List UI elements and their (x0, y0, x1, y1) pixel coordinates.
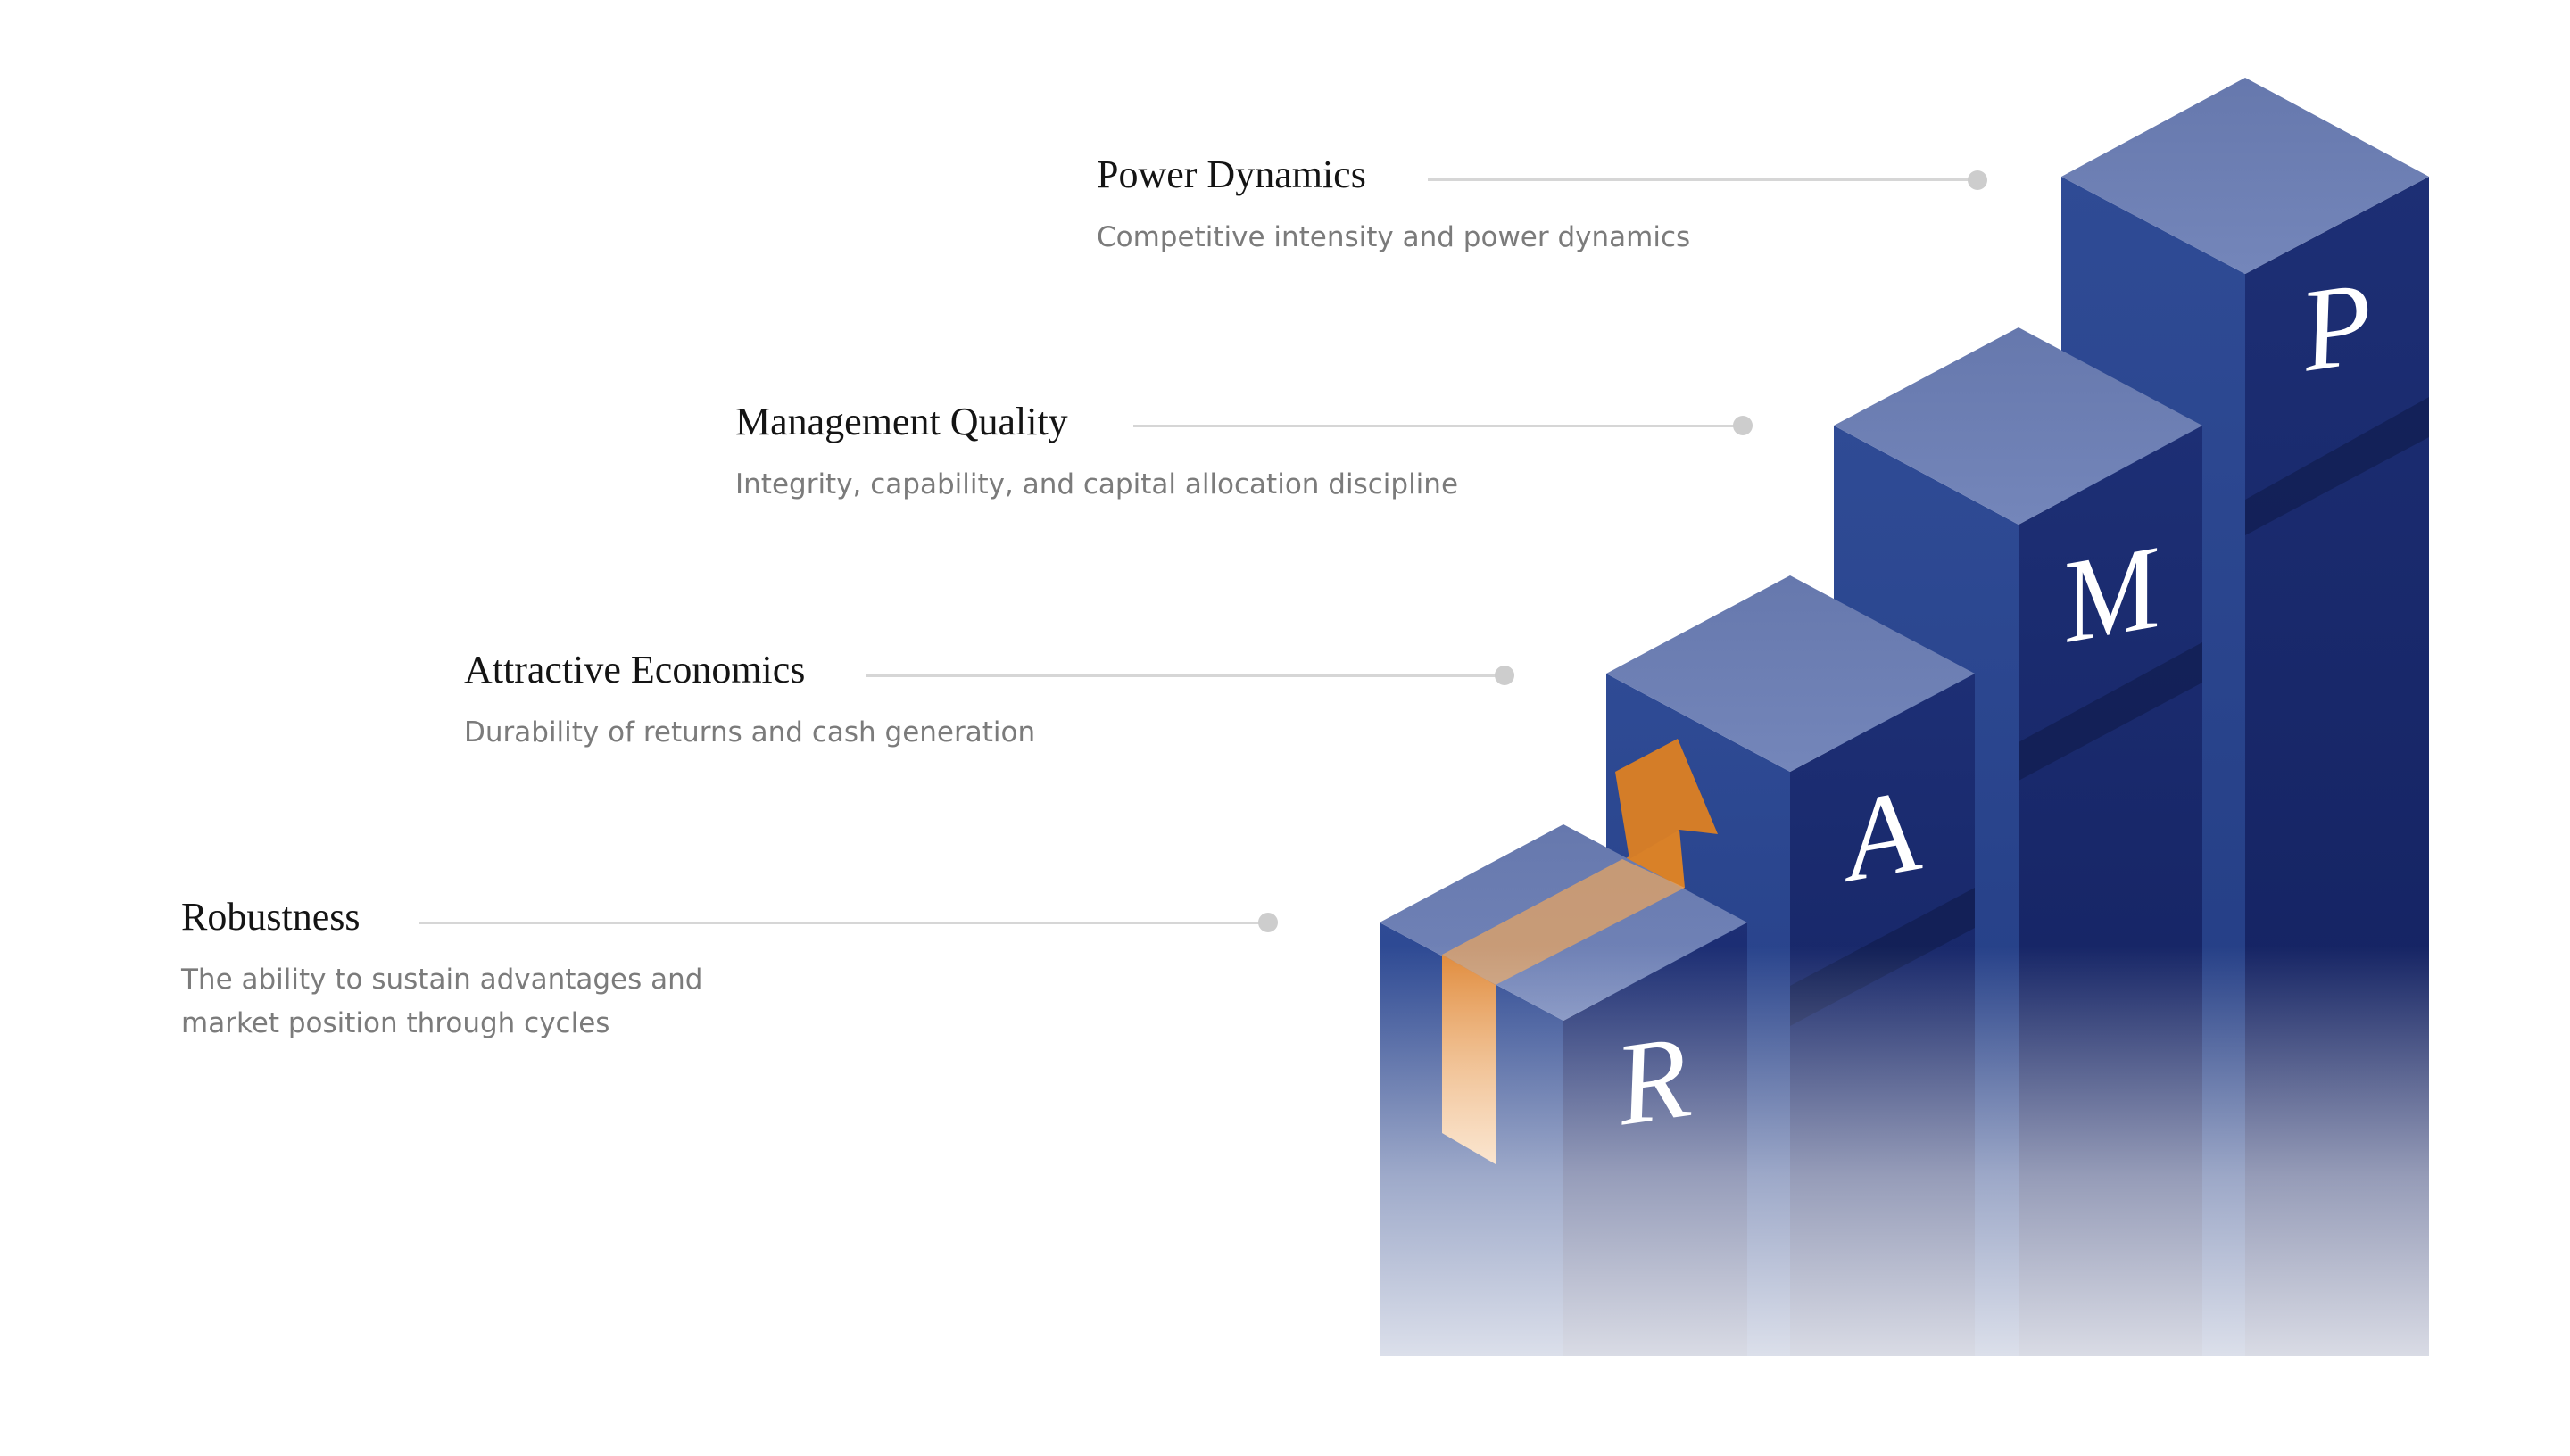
bottom-fade-overlay (1339, 946, 2499, 1456)
